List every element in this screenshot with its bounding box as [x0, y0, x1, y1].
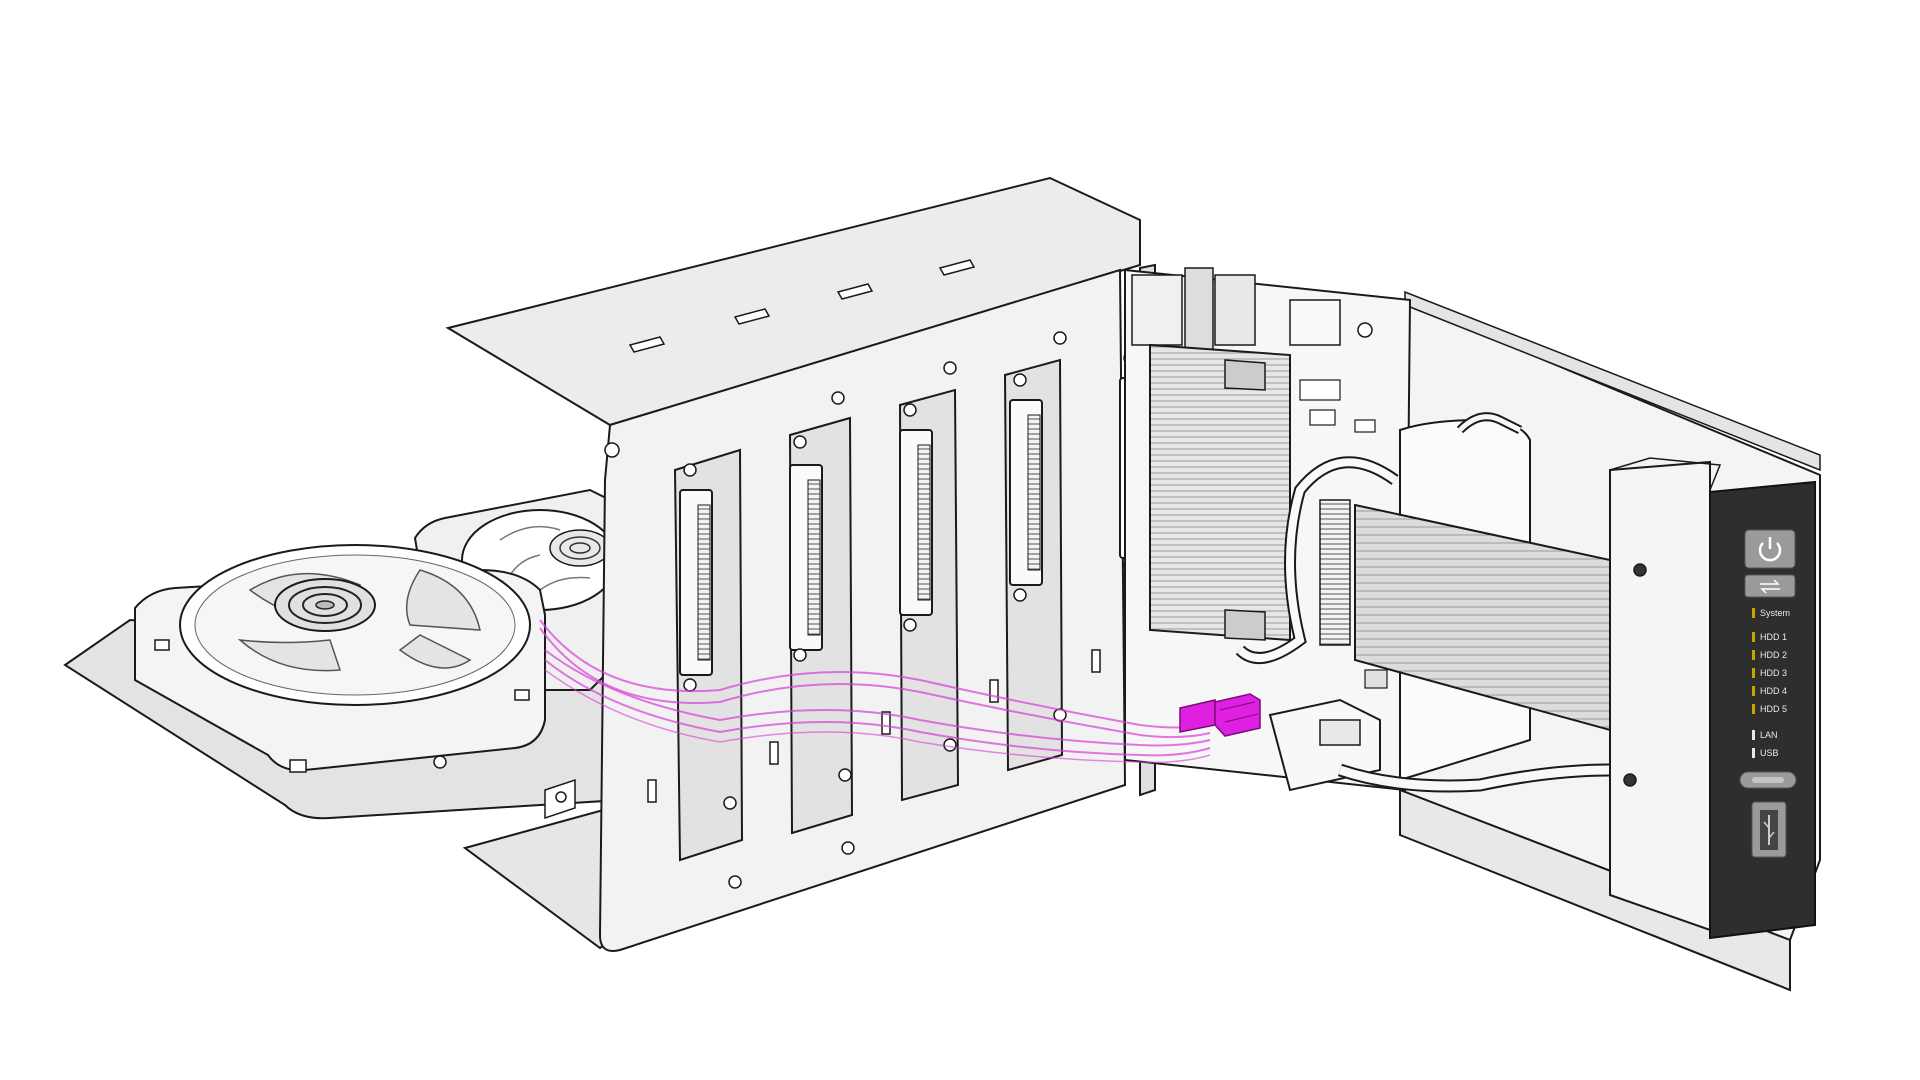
led-system — [1752, 608, 1755, 618]
usb-port[interactable] — [1751, 801, 1787, 858]
label-lan: LAN — [1760, 730, 1778, 740]
led-hdd1 — [1752, 632, 1755, 642]
front-control-panel: System HDD 1 HDD 2 HDD 3 HDD 4 HDD 5 LAN… — [1709, 480, 1816, 940]
led-hdd3 — [1752, 668, 1755, 678]
label-hdd5: HDD 5 — [1760, 704, 1787, 714]
status-led-list: System HDD 1 HDD 2 HDD 3 HDD 4 HDD 5 LAN… — [1752, 608, 1790, 758]
led-usb — [1752, 748, 1755, 758]
motherboard — [1124, 267, 1412, 792]
label-system: System — [1760, 608, 1790, 618]
highlighted-fan-connector — [1179, 693, 1261, 737]
led-lan — [1752, 730, 1755, 740]
power-icon — [1758, 537, 1782, 562]
copy-icon — [1760, 579, 1780, 594]
usb-port-icon — [1760, 810, 1778, 850]
sata-connector-2 — [789, 435, 823, 662]
pill-button-icon — [1752, 777, 1784, 783]
label-hdd1: HDD 1 — [1760, 632, 1787, 642]
chassis-top-shelf — [445, 176, 1141, 427]
sata-connector-4 — [1009, 373, 1043, 602]
sata-connector-1 — [679, 463, 713, 692]
highlighted-fan-cable — [539, 619, 1211, 764]
front-fan — [134, 544, 546, 773]
front-panel-bracket — [1609, 457, 1722, 932]
led-hdd4 — [1752, 686, 1755, 696]
led-hdd2 — [1752, 650, 1755, 660]
copy-button[interactable] — [1744, 574, 1796, 598]
usb-copy-button[interactable] — [1739, 771, 1797, 789]
led-hdd5 — [1752, 704, 1755, 714]
usb-cable — [1337, 763, 1611, 793]
label-hdd2: HDD 2 — [1760, 650, 1787, 660]
sata-connector-3 — [899, 403, 933, 632]
power-button[interactable] — [1744, 529, 1796, 569]
label-usb: USB — [1760, 748, 1779, 758]
label-hdd4: HDD 4 — [1760, 686, 1787, 696]
label-hdd3: HDD 3 — [1760, 668, 1787, 678]
